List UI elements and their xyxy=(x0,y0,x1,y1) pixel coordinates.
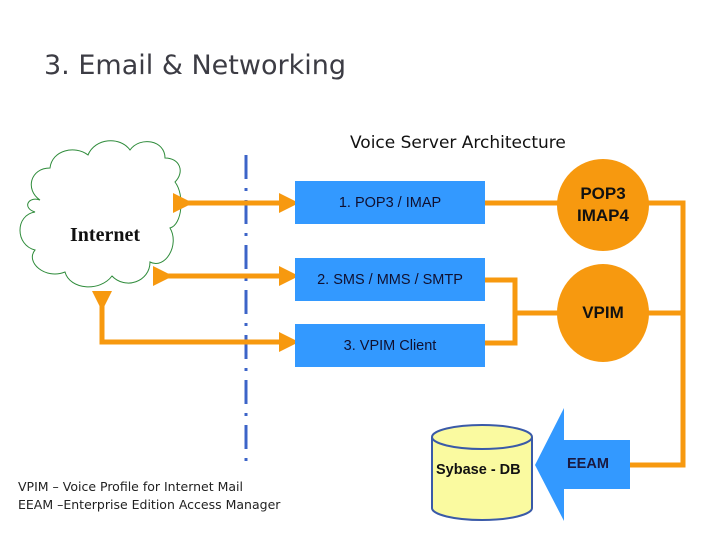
vpim-client-box: 3. VPIM Client xyxy=(295,324,485,367)
diagram-title: Voice Server Architecture xyxy=(350,133,566,153)
imap4-server-label: IMAP4 xyxy=(577,206,629,225)
connector-bus xyxy=(625,200,686,468)
vpim-client-label: 3. VPIM Client xyxy=(343,337,437,354)
vpim-server-label: VPIM xyxy=(582,302,624,322)
internet-cloud xyxy=(19,140,182,288)
sybase-db-label: Sybase - DB xyxy=(436,462,521,478)
legend: VPIM – Voice Profile for Internet Mail E… xyxy=(18,478,280,514)
connector-sms-vpim xyxy=(485,277,518,346)
eeam-arrow xyxy=(535,408,630,521)
sybase-db-cylinder xyxy=(431,424,533,521)
legend-eeam: EEAM –Enterprise Edition Access Manager xyxy=(18,497,281,512)
sms-mms-smtp-label: 2. SMS / MMS / SMTP xyxy=(317,271,463,288)
slide-title: 3. Email & Networking xyxy=(44,50,346,81)
internet-label: Internet xyxy=(70,224,140,246)
arrow-vpim-client-link xyxy=(92,290,299,352)
sms-mms-smtp-box: 2. SMS / MMS / SMTP xyxy=(295,258,485,301)
eeam-label: EEAM xyxy=(567,456,609,472)
pop3-imap-box: 1. POP3 / IMAP xyxy=(295,181,485,224)
legend-vpim: VPIM – Voice Profile for Internet Mail xyxy=(18,479,243,494)
pop3-imap-label: 1. POP3 / IMAP xyxy=(338,194,442,211)
vpim-server: VPIM xyxy=(557,264,649,362)
pop3-server-label: POP3 xyxy=(580,183,626,203)
pop3-imap4-server: POP3 IMAP4 xyxy=(557,159,649,251)
